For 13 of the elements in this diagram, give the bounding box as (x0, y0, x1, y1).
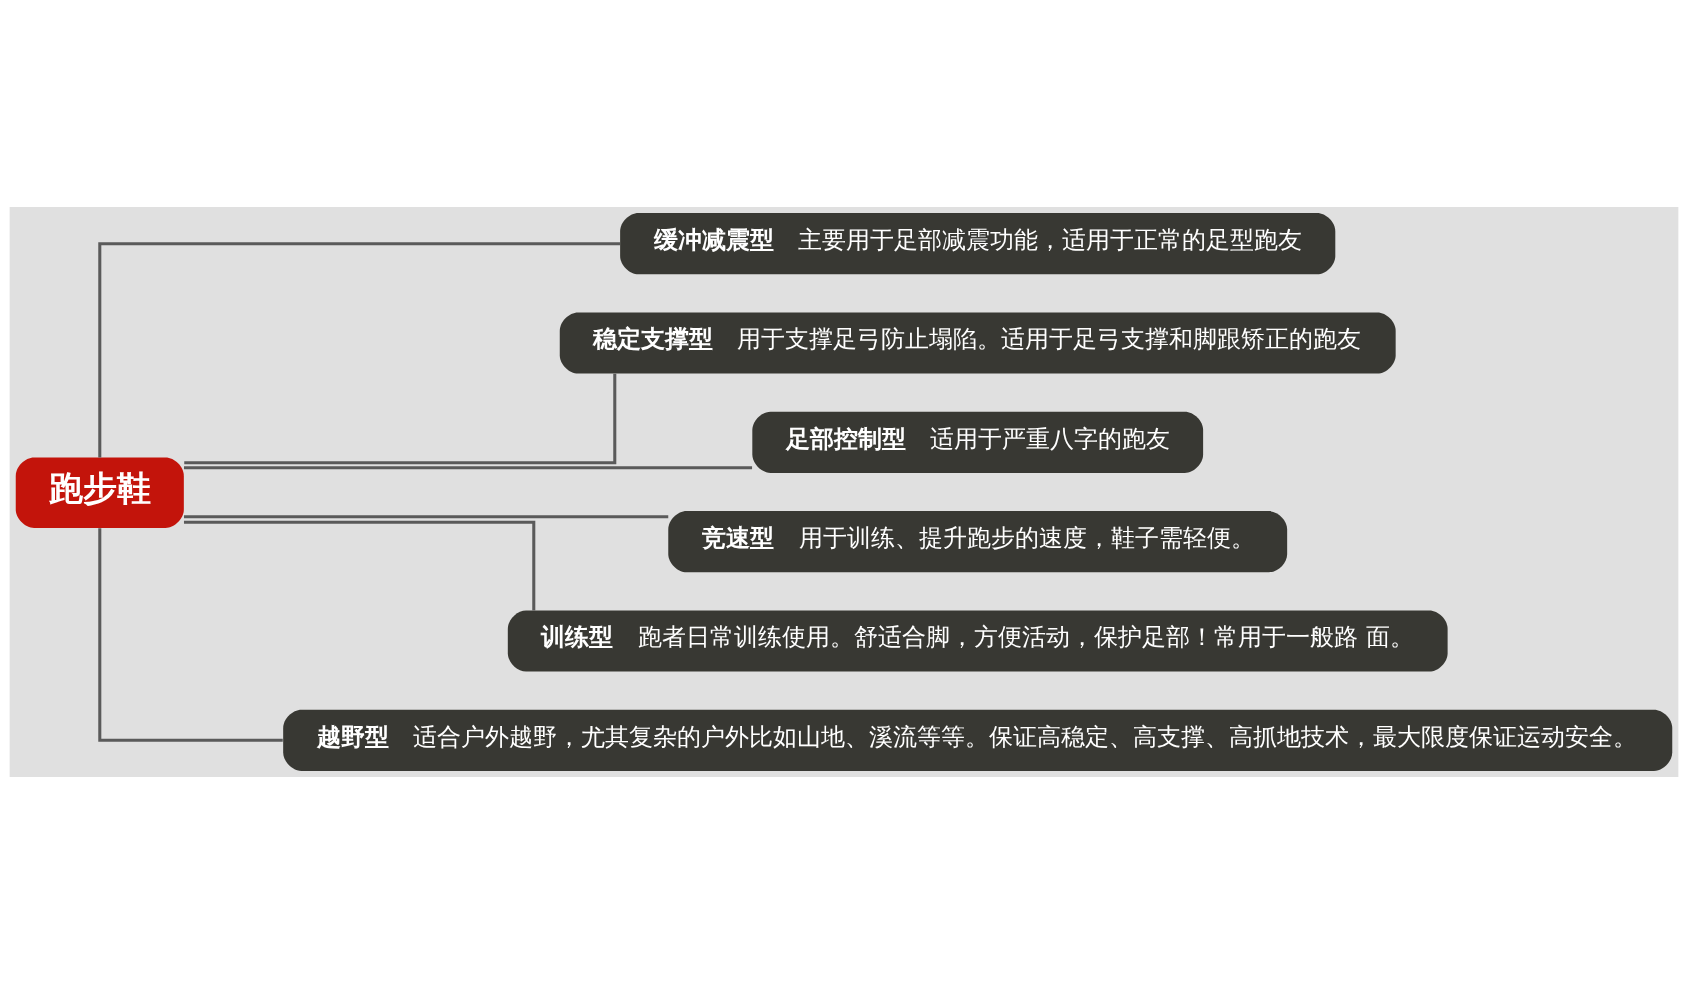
connector (97, 528, 283, 742)
node-box: 竞速型 用于训练、提升跑步的速度，鞋子需轻便。 (667, 511, 1287, 573)
connector (183, 373, 616, 465)
node-box: 足部控制型 适用于严重八字的跑友 (751, 411, 1203, 473)
connector (183, 520, 535, 611)
connector (97, 242, 620, 458)
connector (183, 515, 668, 519)
node-box: 训练型 跑者日常训练使用。舒适合脚，方便活动，保护足部！常用于一般路 面。 (507, 610, 1448, 672)
node-box: 越野型 适合户外越野，尤其复杂的户外比如山地、溪流等等。保证高稳定、高支撑、高抓地技术，最大限度保证运动安全。 (282, 709, 1672, 771)
node-box: 跑步鞋 (15, 457, 184, 528)
connector (183, 466, 752, 470)
node-box: 缓冲减震型 主要用于足部减震功能，适用于正常的足型跑友 (619, 213, 1335, 275)
node-box: 稳定支撑型 用于支撑足弓防止塌陷。适用于足弓支撑和脚跟矫正的跑友 (559, 312, 1396, 374)
